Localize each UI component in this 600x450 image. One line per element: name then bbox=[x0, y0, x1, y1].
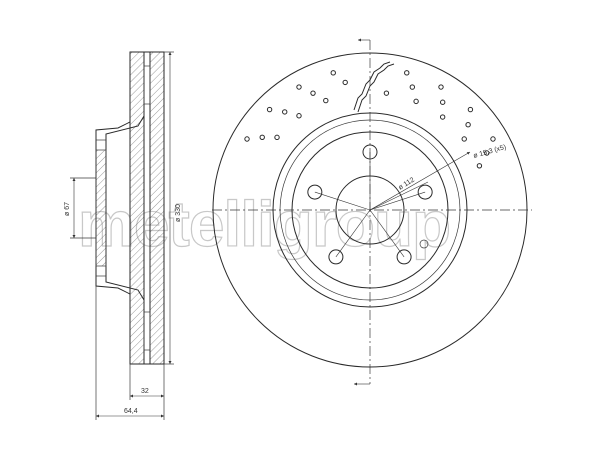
drilled-hole bbox=[413, 98, 419, 105]
dim-overall-height: 64,4 bbox=[124, 408, 138, 415]
drilled-hole bbox=[439, 99, 446, 105]
drilled-hole bbox=[476, 163, 483, 169]
drilled-hole bbox=[323, 97, 329, 104]
dim-bolt-holes: ø 15,3 (x5) bbox=[473, 144, 507, 160]
bolt-axis-line bbox=[369, 209, 405, 258]
bolt-axis-line bbox=[369, 191, 426, 211]
bolt-holes bbox=[307, 144, 433, 265]
drilled-hole bbox=[484, 150, 490, 156]
drilled-hole bbox=[438, 84, 444, 90]
drilled-hole bbox=[467, 106, 474, 113]
bolt-hole bbox=[307, 184, 323, 200]
bolt-axis-line bbox=[314, 191, 371, 211]
drilled-hole bbox=[244, 136, 250, 142]
side-section-view: ø 67 ø 330 32 64,4 bbox=[64, 51, 182, 420]
dim-outer-diameter: ø 330 bbox=[175, 204, 182, 222]
drilled-hole bbox=[282, 109, 288, 115]
drilled-hole bbox=[404, 70, 410, 76]
bolt-hole bbox=[328, 249, 344, 265]
bolt-axis-line bbox=[335, 209, 371, 258]
drilled-hole bbox=[296, 84, 302, 90]
drilled-hole bbox=[274, 134, 280, 141]
drilled-hole bbox=[465, 122, 471, 128]
drilled-hole bbox=[266, 106, 273, 113]
drilled-hole bbox=[296, 113, 302, 119]
locating-hole bbox=[419, 239, 429, 249]
drilled-hole bbox=[409, 84, 416, 90]
drilled-hole bbox=[310, 90, 316, 96]
drilled-hole bbox=[330, 70, 336, 76]
bolt-hole bbox=[417, 184, 433, 200]
bolt-hole bbox=[396, 249, 412, 265]
dim-thickness: 32 bbox=[141, 388, 149, 395]
drilled-hole bbox=[490, 136, 496, 142]
drilled-hole bbox=[439, 114, 446, 120]
drilled-hole bbox=[342, 79, 348, 86]
drilled-hole bbox=[383, 90, 390, 96]
drilled-hole bbox=[259, 134, 265, 141]
drilled-holes bbox=[244, 70, 496, 169]
drilled-hole bbox=[461, 136, 467, 142]
dim-hub-diameter: ø 67 bbox=[64, 202, 71, 216]
